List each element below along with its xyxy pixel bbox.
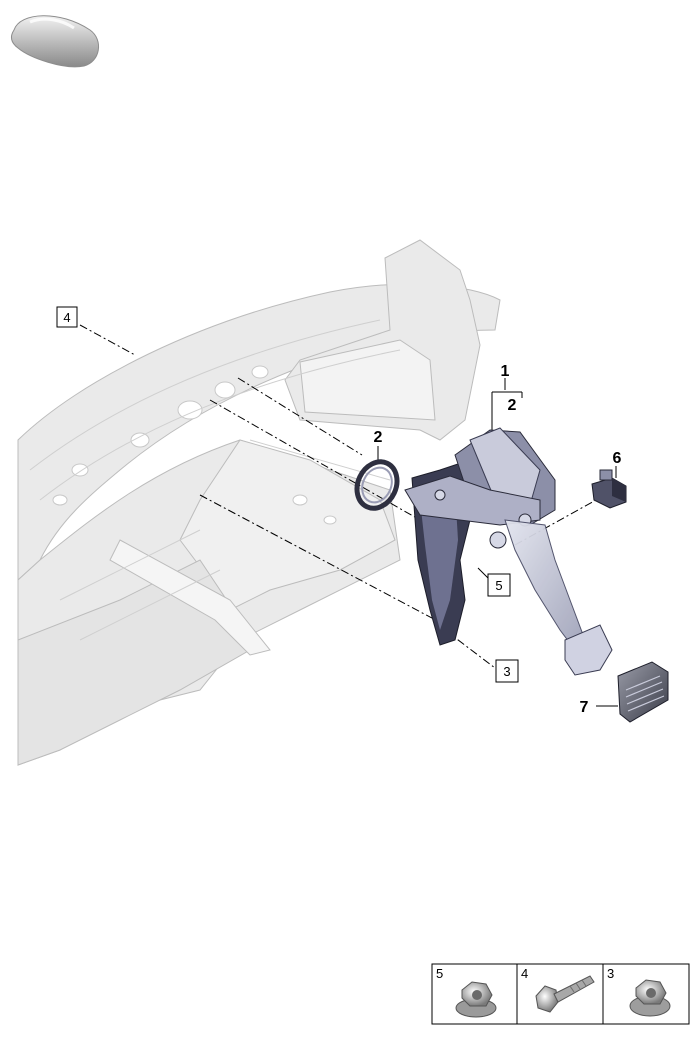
callout-box-3[interactable]: 3 <box>495 659 519 683</box>
callout-7[interactable]: 7 <box>580 699 589 716</box>
svg-text:2: 2 <box>508 397 517 414</box>
svg-text:3: 3 <box>503 664 510 679</box>
collar-nut-icon <box>629 979 671 1017</box>
callout-2-assembly[interactable]: 2 <box>508 397 517 414</box>
callout-6[interactable]: 6 <box>613 450 622 467</box>
pedal-bracket-assembly <box>404 427 613 676</box>
flange-nut-icon <box>455 981 497 1018</box>
callout-2-seal[interactable]: 2 <box>374 429 383 446</box>
fastener-legend: 5 4 3 <box>431 963 690 1025</box>
vehicle-thumbnail-icon[interactable] <box>10 15 99 68</box>
body-shell <box>17 239 501 766</box>
pedal-pad <box>617 661 669 723</box>
svg-text:3: 3 <box>607 966 614 981</box>
legend-item-3[interactable]: 3 <box>607 966 671 1017</box>
callout-1[interactable]: 1 <box>501 363 510 380</box>
switch-sensor <box>591 469 627 509</box>
legend-item-5[interactable]: 5 <box>436 966 497 1018</box>
callout-box-4[interactable]: 4 <box>56 306 78 328</box>
svg-text:7: 7 <box>580 699 589 716</box>
callout-box-5[interactable]: 5 <box>487 573 511 597</box>
svg-text:5: 5 <box>495 578 502 593</box>
seal-ring <box>354 459 400 511</box>
svg-text:6: 6 <box>613 450 622 467</box>
svg-text:4: 4 <box>63 310 70 325</box>
svg-text:5: 5 <box>436 966 443 981</box>
svg-text:2: 2 <box>374 429 383 446</box>
hex-bolt-icon <box>535 975 595 1013</box>
legend-item-4[interactable]: 4 <box>521 966 595 1013</box>
svg-text:1: 1 <box>501 363 510 380</box>
svg-text:4: 4 <box>521 966 528 981</box>
